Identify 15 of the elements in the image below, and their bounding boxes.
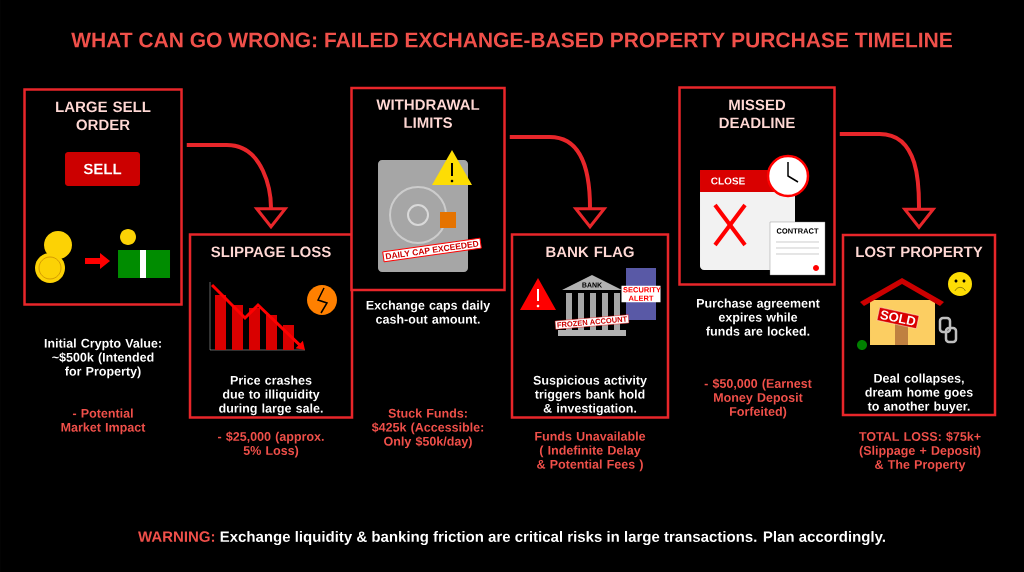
step-note: Funds Unavailable ( Indefinite Delay & Potential Fees ): [535, 431, 646, 472]
step-note: TOTAL LOSS: $75k+ (Slippage + Deposit) & The Property: [859, 431, 981, 472]
step-note: Stuck Funds: $425k (Accessible: Only $50k/day): [371, 408, 484, 449]
title: WHAT CAN GO WRONG: FAILED EXCHANGE-BASED PROPERTY PURCHASE TIMELINE: [71, 32, 952, 48]
step-note: - Potential Market Impact: [61, 408, 146, 435]
lost-house-drawing: SOLD: [857, 272, 972, 350]
step-note: Purchase agreement expires while funds are locked.: [697, 298, 820, 336]
sell-order-drawing: SELL: [35, 152, 170, 283]
step-note: - $50,000 (Earnest Money Deposit Forfeited): [704, 378, 812, 419]
vault-drawing: DAILY CAP EXCEEDED: [378, 150, 482, 272]
step-note: Initial Crypto Value: ~$500k (Intended for Property): [44, 338, 161, 379]
step-note: - $25,000 (approx. 5% Loss): [218, 431, 324, 458]
label: CLOSE: [711, 177, 745, 185]
warning-note: WARNING: Exchange liquidity & banking friction are critical risks in large transactions. Plan accordingly.: [138, 530, 885, 545]
step-note: Exchange caps daily cash-out amount.: [366, 300, 491, 324]
